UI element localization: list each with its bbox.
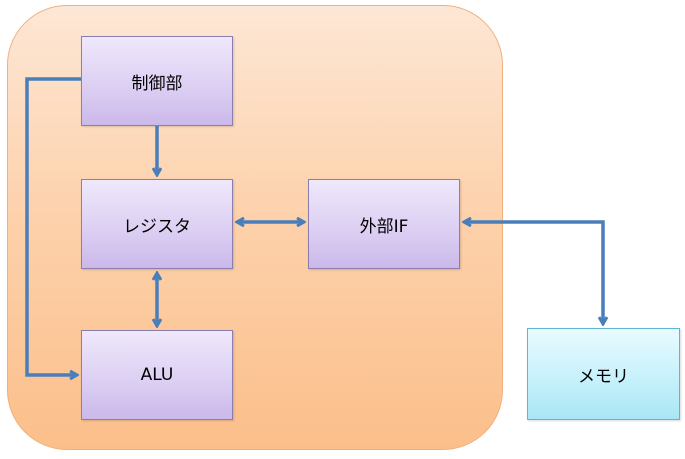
alu-block: ALU [81, 330, 233, 420]
memory-label: メモリ [578, 366, 629, 387]
control-unit-label: 制御部 [131, 73, 183, 94]
register-label: レジスタ [123, 216, 191, 237]
external-if-label: 外部IF [359, 216, 409, 237]
arrow-control-to-alu [25, 77, 81, 375]
external-if-block: 外部IF [308, 179, 460, 269]
memory-block: メモリ [527, 328, 680, 420]
alu-label: ALU [140, 365, 174, 385]
control-unit-block: 制御部 [81, 36, 233, 126]
register-block: レジスタ [81, 179, 233, 269]
arrow-external-if-memory [464, 222, 603, 324]
